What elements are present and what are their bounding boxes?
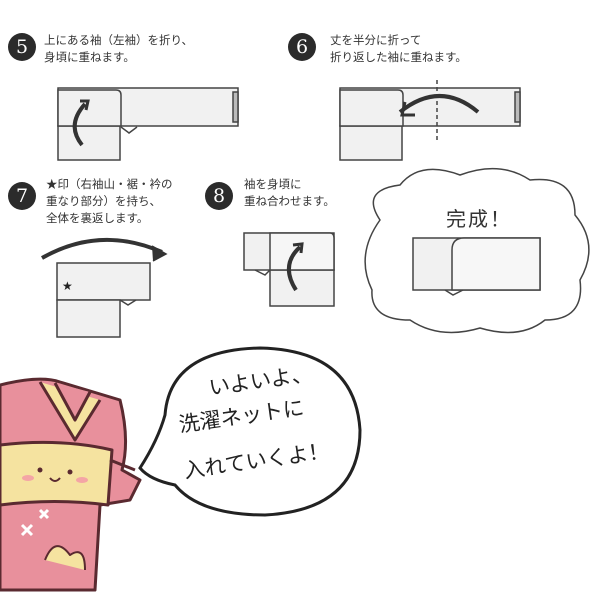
speech-bubble — [138, 346, 362, 517]
completed-diagram — [412, 237, 541, 296]
fold-arrow-icon — [398, 94, 480, 114]
step-line: 丈を半分に折って — [330, 33, 422, 47]
step-8-diagram — [243, 232, 335, 307]
star-icon: ★ — [62, 279, 73, 293]
fold-arrow-icon — [72, 102, 87, 147]
step-8-text: 袖を身頃に 重ね合わせます。 — [244, 176, 335, 210]
step-line: ★印（右袖山・裾・衿の — [46, 177, 173, 191]
step-5-number: 5 — [8, 33, 36, 61]
step-line: 袖を身頃に — [244, 177, 302, 191]
step-8-number: 8 — [205, 182, 233, 210]
flip-arrow-icon — [41, 237, 163, 260]
step-7-number: 7 — [8, 182, 36, 210]
completion-label: 完成！ — [446, 207, 512, 231]
kimono-character — [0, 377, 142, 592]
step-6-number: 6 — [288, 33, 316, 61]
step-6-text: 丈を半分に折って 折り返した袖に重ねます。 — [330, 32, 467, 66]
step-line: 重なり部分）を持ち、 — [46, 194, 161, 208]
step-line: 上にある袖（左袖）を折り、 — [44, 33, 194, 47]
step-line: 折り返した袖に重ねます。 — [330, 50, 467, 64]
step-7-text: ★印（右袖山・裾・衿の 重なり部分）を持ち、 全体を裏返します。 — [46, 176, 173, 227]
step-5-text: 上にある袖（左袖）を折り、 身頃に重ねます。 — [44, 32, 193, 66]
fold-arrow-icon — [287, 245, 302, 292]
step-5-diagram — [57, 87, 239, 161]
step-line: 重ね合わせます。 — [244, 194, 335, 208]
step-7-diagram: ★ — [41, 237, 168, 338]
step-line: 全体を裏返します。 — [46, 211, 149, 225]
step-6-diagram — [339, 80, 521, 161]
step-line: 身頃に重ねます。 — [44, 50, 135, 64]
